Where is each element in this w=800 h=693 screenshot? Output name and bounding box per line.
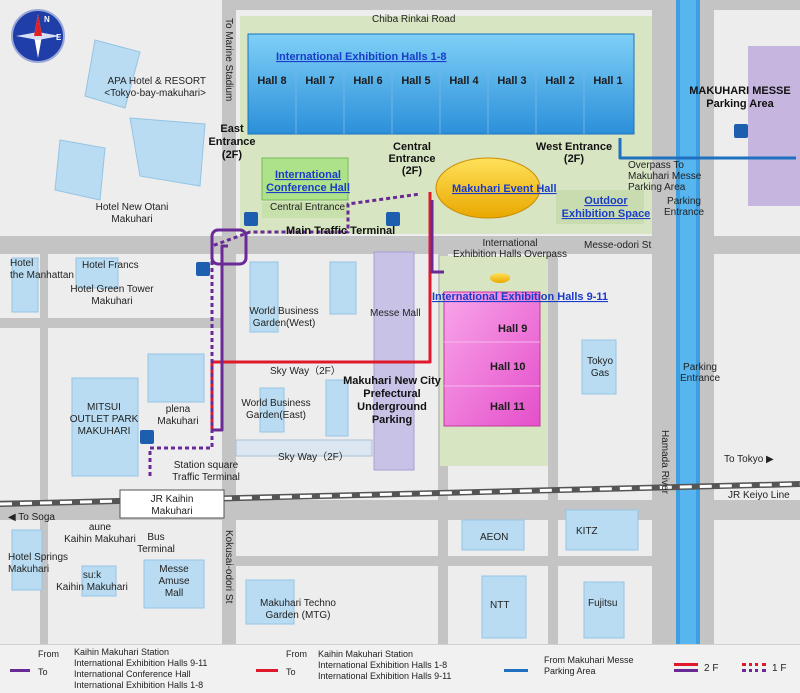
legend-blue-line (504, 669, 528, 672)
apa-hotel-label: APA Hotel & RESORT<Tokyo-bay-makuhari> (104, 76, 206, 99)
hamada-river-label: Hamada River (659, 430, 670, 495)
west-entrance-label: West Entrance(2F) (536, 141, 612, 165)
hall-label-3[interactable]: Hall 6 (353, 75, 382, 87)
hall-label-7[interactable]: Hall 2 (545, 75, 574, 87)
purple-route-2f (212, 244, 228, 432)
city-blocks (11, 39, 639, 639)
chiba-rinkai-road-label: Chiba Rinkai Road (372, 14, 455, 25)
jr-keiyo-label: JR Keiyo Line (728, 490, 790, 501)
route-legend: From To Kaihin Makuhari Station Internat… (0, 644, 800, 693)
central-entrance-small-label: Central Entrance (270, 202, 345, 213)
kitz-label: KITZ (576, 526, 598, 537)
ntt-label: NTT (490, 600, 509, 611)
legend-red-from-label: From (286, 649, 307, 659)
hall-10-label[interactable]: Hall 10 (490, 361, 525, 373)
legend-1f-swatch (742, 663, 766, 672)
hall-label-2[interactable]: Hall 7 (305, 75, 334, 87)
messe-parking-area (748, 46, 800, 206)
to-soga-label: ◀ To Soga (8, 512, 55, 523)
halls-1-8-labels: Hall 8 Hall 7 Hall 6 Hall 5 Hall 4 Hall 3 Hall… (257, 75, 622, 87)
legend-purple-from-label: From (38, 649, 59, 659)
legend-1f-label: 1 F (772, 663, 787, 674)
hall-9-label[interactable]: Hall 9 (498, 323, 527, 335)
map-canvas: International Exhibition Halls 1-8 Hall … (0, 0, 800, 644)
legend-purple-line (10, 669, 30, 672)
compass-icon: N E (11, 9, 65, 63)
marine-stadium-label: To Marine Stadium (223, 18, 234, 101)
hall-label-4[interactable]: Hall 5 (401, 75, 430, 87)
event-hall-building (435, 157, 541, 219)
legend-2f-label: 2 F (704, 663, 719, 674)
svg-text:N: N (44, 15, 50, 24)
halls-1-8-title[interactable]: International Exhibition Halls 1-8 (276, 51, 447, 63)
legend-blue-text: From Makuhari Messe Parking Area (544, 655, 634, 676)
outdoor-space (556, 190, 644, 224)
hall-label-8[interactable]: Hall 1 (593, 75, 622, 87)
svg-text:E: E (56, 33, 62, 42)
legend-red-line (256, 669, 278, 672)
halls-9-11-building (443, 273, 541, 427)
halls-9-11-title[interactable]: International Exhibition Halls 9-11 (432, 291, 608, 303)
sky-way (235, 439, 373, 457)
east-circle (210, 228, 248, 266)
hall-label-6[interactable]: Hall 3 (497, 75, 526, 87)
sky-way-upper-label: Sky Way（2F） (270, 365, 341, 377)
messe-odori-label: Messe-odori St (584, 240, 651, 251)
main-traffic-terminal-label: Main Traffic Terminal (286, 225, 395, 237)
purple-route-1f (148, 192, 421, 476)
hall-11-label[interactable]: Hall 11 (490, 401, 525, 413)
halls-1-8-building (247, 33, 635, 135)
legend-red-to-label: To (286, 667, 296, 677)
fujitsu-label: Fujitsu (588, 598, 617, 609)
kokusai-odori-label: Kokusai-odori St (223, 530, 234, 604)
to-tokyo-label: To Tokyo ▶ (724, 454, 774, 465)
event-hall-label[interactable]: Makuhari Event Hall (452, 183, 557, 195)
hall-label-5[interactable]: Hall 4 (449, 75, 479, 87)
routes (148, 138, 796, 476)
hotel-francs-label: Hotel Francs (82, 260, 139, 271)
hall-label-1[interactable]: Hall 8 (257, 75, 286, 87)
legend-red-text: Kaihin Makuhari Station International Ex… (318, 649, 452, 681)
transit-icons (140, 124, 748, 444)
messe-mall-label: Messe Mall (370, 308, 421, 319)
jr-station-building (119, 489, 225, 519)
conference-hall-building (261, 157, 349, 201)
purple-hall-route (430, 200, 444, 274)
legend-purple-text: Kaihin Makuhari Station International Ex… (74, 647, 208, 690)
sky-way-lower-label: Sky Way（2F） (278, 451, 349, 463)
blue-route (618, 138, 796, 160)
legend-2f-swatch (674, 663, 698, 672)
legend-purple-to-label: To (38, 667, 48, 677)
aeon-label: AEON (480, 532, 508, 543)
